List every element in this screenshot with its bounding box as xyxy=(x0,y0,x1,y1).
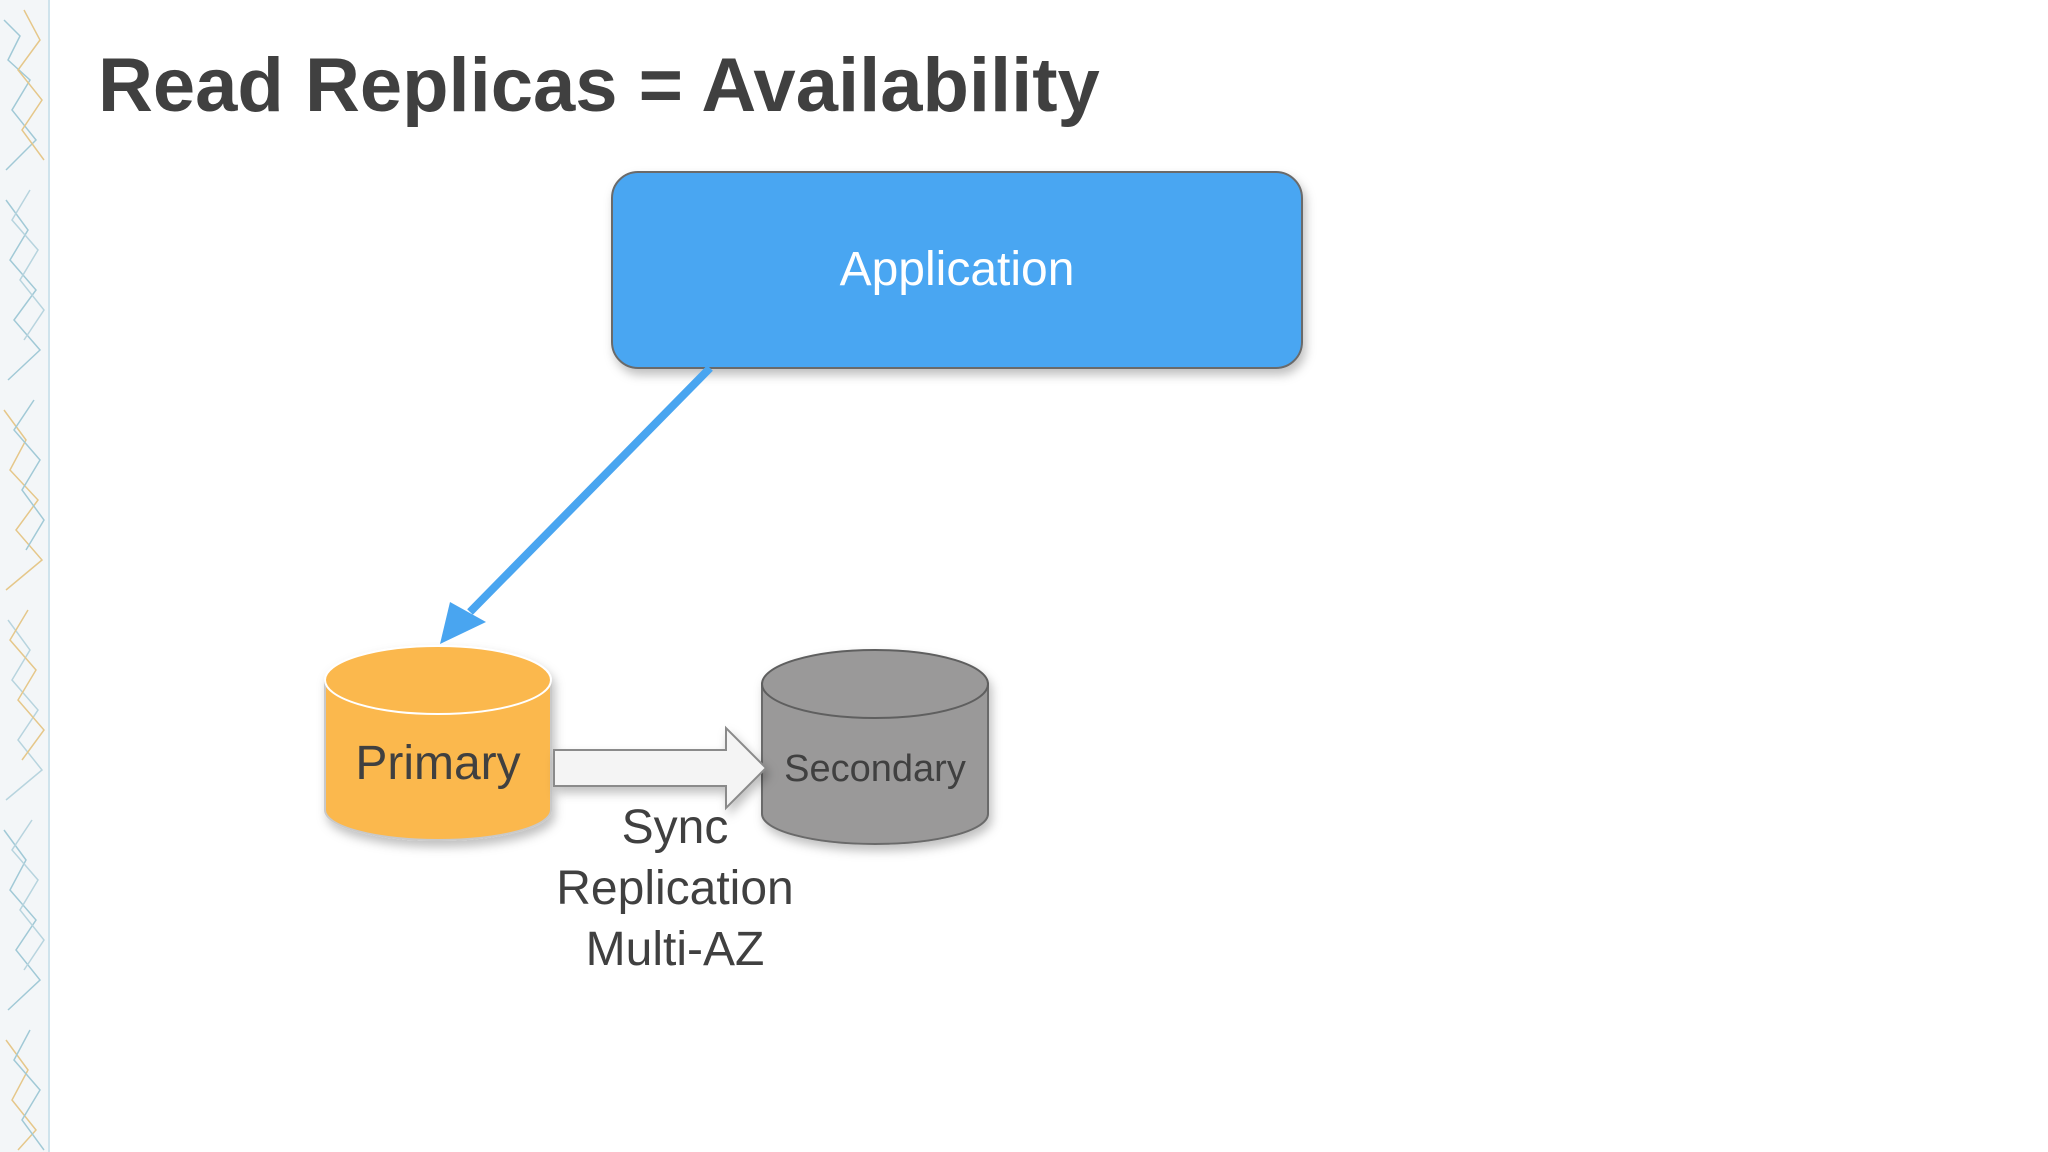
circuit-pattern-icon xyxy=(3,9,45,1151)
replication-caption: Sync Replication Multi-AZ xyxy=(540,797,810,980)
replication-caption-line: Multi-AZ xyxy=(585,923,765,976)
application-box xyxy=(611,171,1303,369)
replication-arrow xyxy=(553,725,768,811)
decorative-side-pattern xyxy=(0,0,50,1152)
replication-caption-line: Replication xyxy=(556,862,794,915)
secondary-label: Secondary xyxy=(784,748,966,790)
primary-database xyxy=(324,645,552,841)
read-arrow-line xyxy=(467,365,713,615)
application-label: Application xyxy=(839,243,1075,296)
primary-label: Primary xyxy=(355,737,521,790)
slide-title: Read Replicas = Availability xyxy=(98,43,1100,128)
secondary-database xyxy=(761,649,989,845)
read-arrow-head xyxy=(440,602,486,644)
replication-caption-line: Sync xyxy=(621,801,729,854)
